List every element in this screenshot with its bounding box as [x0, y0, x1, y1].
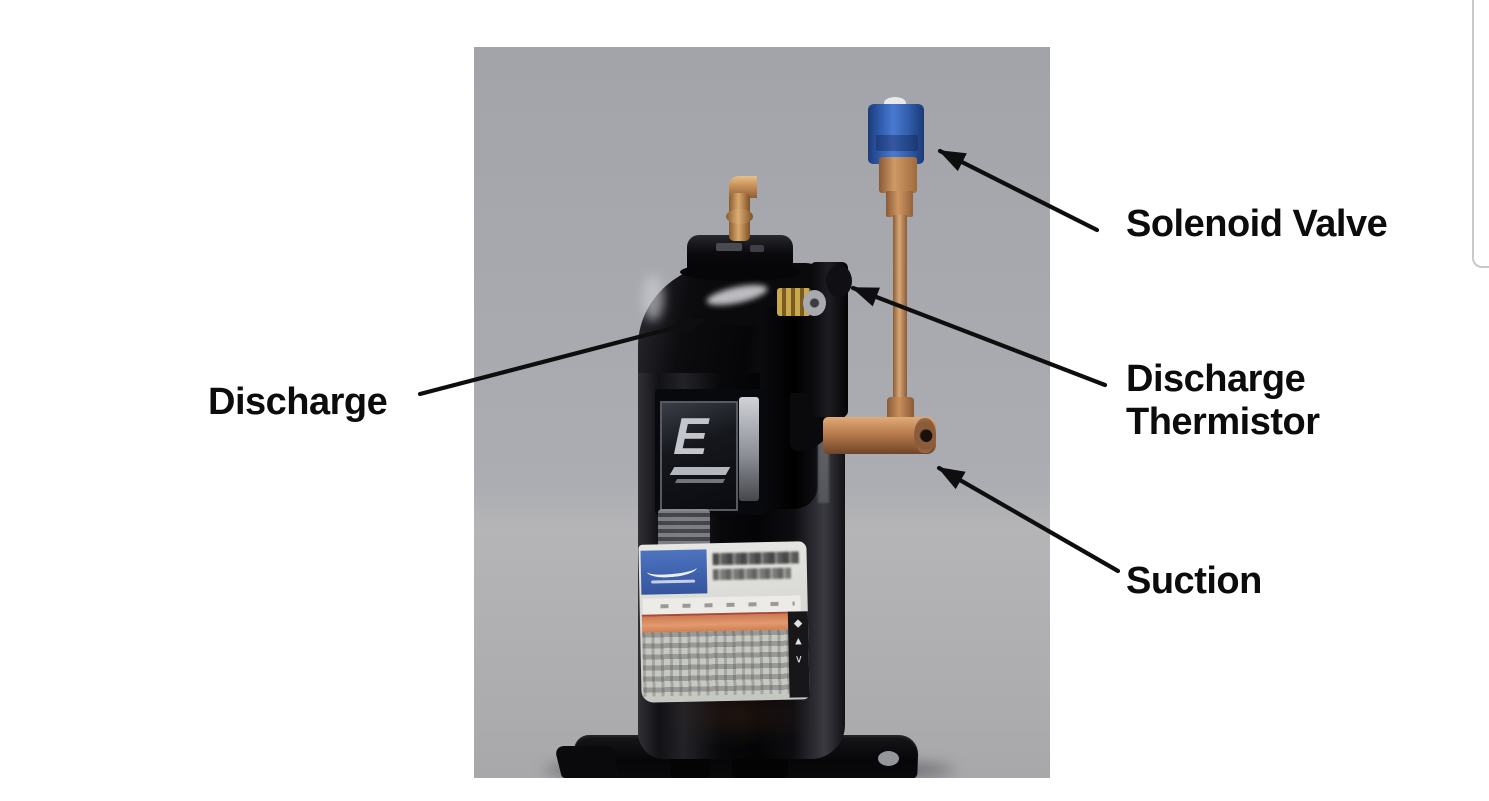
- terminal-box: E: [655, 389, 767, 515]
- label-barcode-area: [642, 629, 802, 697]
- label-model-text: [712, 551, 799, 566]
- emerson-e-logo: E: [667, 408, 715, 466]
- discharge-thermistor-knob: [826, 265, 852, 297]
- logo-underline: [669, 467, 731, 475]
- solenoid-coil-neck: [886, 191, 913, 217]
- base-foot-center-2: [732, 755, 788, 778]
- solenoid-valve: [868, 104, 924, 164]
- label-discharge: Discharge: [208, 381, 388, 423]
- label-discharge-thermistor: Discharge Thermistor: [1126, 358, 1320, 444]
- base-foot-left: [554, 746, 620, 778]
- dome-highlight: [642, 275, 664, 321]
- solenoid-valve-band: [876, 135, 918, 151]
- discharge-stub-swage: [726, 209, 753, 224]
- label-discharge-thermistor-line1: Discharge: [1126, 358, 1306, 400]
- label-suction: Suction: [1126, 560, 1262, 602]
- discharge-fitting-disc: [803, 290, 826, 316]
- emerson-logo-plate: E: [660, 401, 738, 511]
- label-side-marks: ◆ ▲ ∨: [787, 611, 810, 698]
- label-solenoid-valve: Solenoid Valve: [1126, 203, 1388, 245]
- solenoid-coil-fitting: [879, 157, 917, 193]
- discharge-pipe-elbow: [729, 176, 757, 198]
- label-model-text-2: [712, 567, 792, 581]
- label-discharge-thermistor-line2: Thermistor: [1126, 401, 1320, 443]
- label-side-mark: ∨: [794, 653, 803, 666]
- base-foot-bolt-hole: [878, 751, 899, 766]
- label-brand-logo: [640, 549, 708, 595]
- suction-tube-hole: [921, 430, 932, 442]
- logo-underline-2: [674, 479, 726, 483]
- panel-corner-border: [1472, 0, 1489, 268]
- terminal-box-edge: [739, 397, 759, 501]
- top-cap-slot: [716, 243, 742, 251]
- compressor-photo: E ◆ ▲ ∨: [474, 47, 1050, 778]
- label-side-mark: ▲: [792, 635, 804, 648]
- logo-script-line-2: [651, 579, 696, 584]
- top-cap-brim: [680, 263, 800, 281]
- compressor-spec-label: ◆ ▲ ∨: [638, 541, 810, 703]
- label-side-mark: ◆: [793, 617, 803, 630]
- top-cap-slot-2: [750, 245, 764, 252]
- logo-script-line: [646, 559, 698, 580]
- solenoid-line-vertical: [893, 215, 907, 411]
